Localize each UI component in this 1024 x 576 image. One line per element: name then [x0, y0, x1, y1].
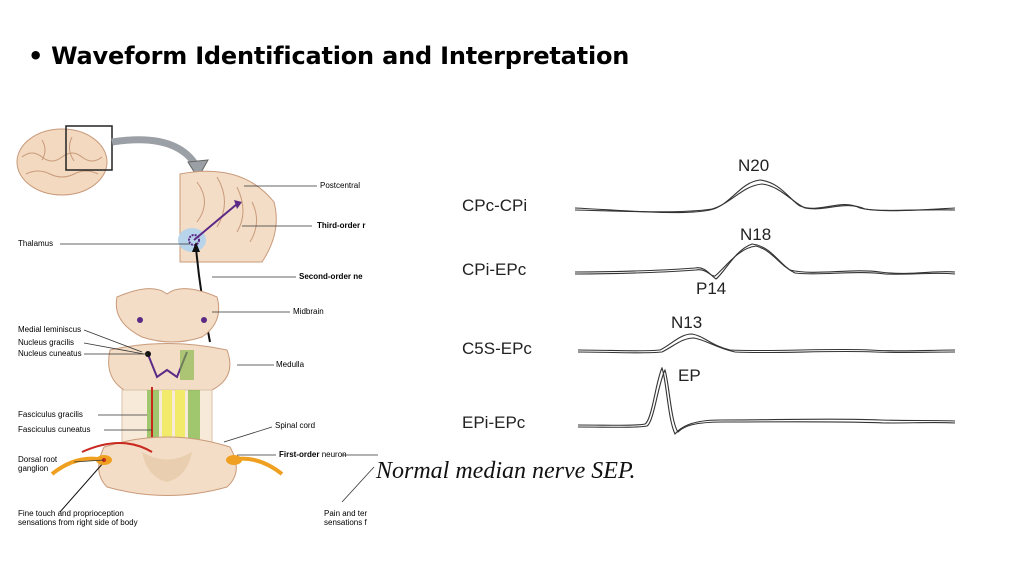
trace-cpi-epc-a [574, 243, 956, 280]
peak-label-n20: N20 [738, 156, 770, 175]
somatosensory-pathway-illustration: Postcentral Third-order r Thalamus Secon… [12, 122, 378, 538]
peak-label-n18: N18 [740, 225, 772, 244]
trace-label-cpc-cpi: CPc-CPi [462, 196, 528, 215]
trace-label-cpi-epc: CPi-EPc [462, 260, 527, 279]
trace-epi-epc-b [577, 368, 956, 433]
label-medulla: Medulla [276, 360, 305, 369]
cortex-section [178, 170, 277, 263]
label-fasciculus-gracilis: Fasciculus gracilis [18, 410, 83, 419]
title-text: Waveform Identification and Interpretati… [51, 42, 630, 70]
trace-cpi-epc-b [574, 245, 956, 277]
label-pain-2: sensations f [324, 518, 367, 527]
peak-label-ep: EP [678, 366, 701, 385]
medulla-section [108, 343, 231, 397]
spinal-cord-section [50, 436, 284, 513]
trace-c5s-epc-a [577, 333, 956, 352]
slide-title: •Waveform Identification and Interpretat… [28, 42, 629, 70]
label-fine-touch-2: sensations from right side of body [18, 518, 138, 527]
trace-cpc-cpi-b [574, 183, 956, 213]
title-bullet: • [28, 42, 44, 70]
label-postcentral: Postcentral [320, 181, 361, 190]
label-drg-2: ganglion [18, 464, 49, 473]
label-medial-lemniscus: Medial leminiscus [18, 325, 82, 334]
label-spinal-cord: Spinal cord [275, 421, 316, 430]
label-midbrain: Midbrain [293, 307, 324, 316]
midbrain-section [115, 288, 220, 343]
pathway-drawing [16, 125, 378, 513]
peak-label-n13: N13 [671, 313, 703, 332]
label-neuron: neuron [321, 450, 347, 459]
label-first-order: First-order [279, 450, 320, 459]
label-fasciculus-cuneatus: Fasciculus cuneatus [18, 425, 91, 434]
sep-waveforms [574, 179, 956, 435]
peak-label-p14: P14 [696, 279, 727, 298]
trace-label-c5s-epc: C5S-EPc [462, 339, 532, 358]
label-thalamus: Thalamus [18, 239, 54, 248]
label-nucleus-gracilis: Nucleus gracilis [18, 338, 75, 347]
brain-thumbnail [16, 125, 113, 196]
trace-epi-epc-a [577, 366, 956, 435]
trace-label-epi-epc: EPi-EPc [462, 413, 526, 432]
label-third-order: Third-order r [317, 221, 366, 230]
label-nucleus-cuneatus: Nucleus cuneatus [18, 349, 82, 358]
label-pain-1: Pain and ter [324, 509, 368, 518]
label-first-order-neuron: First-order neuron [279, 450, 347, 459]
label-second-order: Second-order ne [299, 272, 363, 281]
trace-c5s-epc-b [577, 337, 956, 354]
figure-caption: Normal median nerve SEP. [376, 458, 636, 484]
label-fine-touch-1: Fine touch and proprioception [18, 509, 124, 518]
label-drg-1: Dorsal root [18, 455, 58, 464]
